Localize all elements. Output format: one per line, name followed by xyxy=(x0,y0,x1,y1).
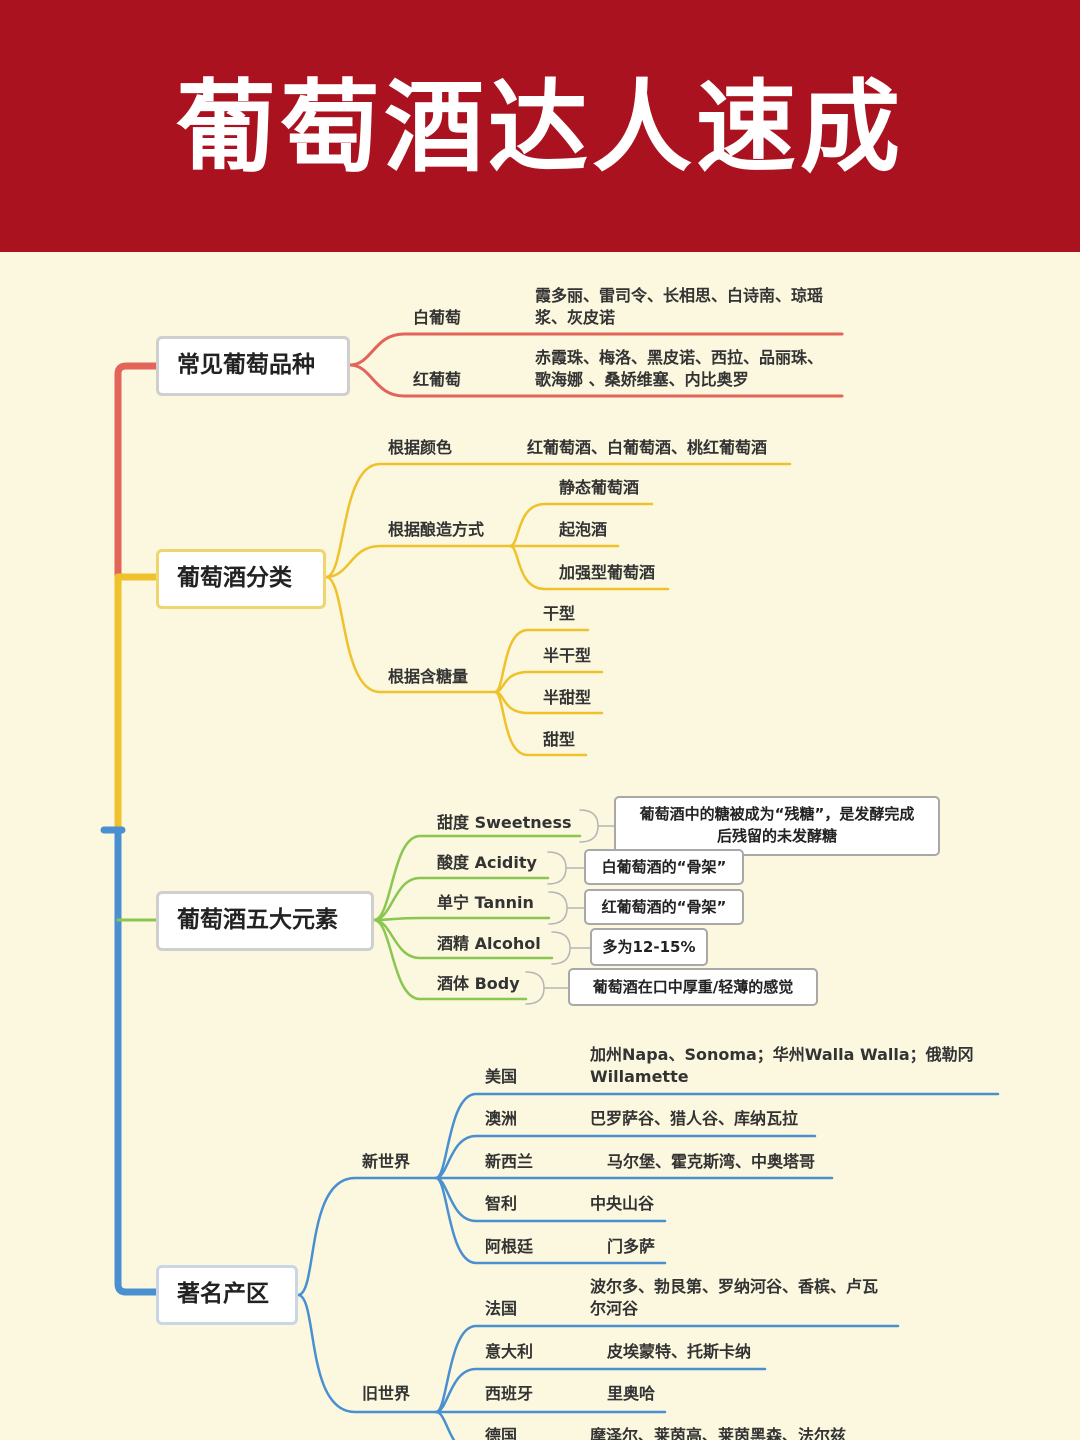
red-grape-varieties-line1: 赤霞珠、梅洛、黑皮诺、西拉、品丽珠、 xyxy=(535,348,824,367)
sugar-item: 干型 xyxy=(543,604,576,623)
method-item: 起泡酒 xyxy=(559,520,608,539)
element-label: 酒精 Alcohol xyxy=(437,934,541,953)
country-regions: 巴罗萨谷、猎人谷、库纳瓦拉 xyxy=(590,1109,799,1128)
page-title: 葡萄酒达人速成 xyxy=(176,69,904,186)
white-grape-varieties-line1: 霞多丽、雷司令、长相思、白诗南、琼瑶 xyxy=(535,286,824,305)
element-label: 酸度 Acidity xyxy=(437,853,537,872)
connector-lines xyxy=(100,332,1000,1440)
country-regions: 摩泽尔、莱茵高、莱茵黑森、法尔兹 xyxy=(590,1426,847,1440)
mind-map: 常见葡萄品种 白葡萄 霞多丽、雷司令、长相思、白诗南、琼瑶 浆、灰皮诺 红葡萄 … xyxy=(0,252,1080,1440)
country-name: 德国 xyxy=(485,1426,518,1440)
sweetness-note-line1: 葡萄酒中的糖被成为“残糖”，是发酵完成 xyxy=(639,805,915,823)
country-name: 阿根廷 xyxy=(485,1237,534,1256)
country-name: 意大利 xyxy=(485,1342,534,1361)
classification-node: 葡萄酒分类 xyxy=(156,549,326,609)
sugar-item: 半甜型 xyxy=(543,688,592,707)
alcohol-note: 多为12-15% xyxy=(590,928,708,966)
by-color-label: 根据颜色 xyxy=(388,438,453,457)
country-regions-line2: 尔河谷 xyxy=(590,1299,639,1318)
regions-node: 著名产区 xyxy=(156,1265,298,1325)
acidity-note: 白葡萄酒的“骨架” xyxy=(584,849,744,885)
country-regions: 马尔堡、霍克斯湾、中奥塔哥 xyxy=(607,1152,816,1171)
body-note: 葡萄酒在口中厚重/轻薄的感觉 xyxy=(568,968,818,1006)
element-label: 酒体 Body xyxy=(437,974,520,993)
by-sugar-label: 根据含糖量 xyxy=(388,667,469,686)
country-name: 新西兰 xyxy=(485,1152,534,1171)
old-world-label: 旧世界 xyxy=(362,1384,411,1403)
country-name: 法国 xyxy=(485,1299,518,1318)
method-item: 加强型葡萄酒 xyxy=(559,563,656,582)
country-regions-line2: Willamette xyxy=(590,1067,689,1086)
red-grape-varieties-line2: 歌海娜 、桑娇维塞、内比奥罗 xyxy=(535,370,749,389)
country-regions: 皮埃蒙特、托斯卡纳 xyxy=(607,1342,752,1361)
title-banner: 葡萄酒达人速成 xyxy=(0,0,1080,252)
white-grape-varieties-line2: 浆、灰皮诺 xyxy=(535,308,616,327)
sweetness-note-line2: 后残留的未发酵糖 xyxy=(716,827,837,845)
red-grape-label: 红葡萄 xyxy=(413,370,462,389)
country-name: 澳洲 xyxy=(485,1109,518,1128)
by-color-value: 红葡萄酒、白葡萄酒、桃红葡萄酒 xyxy=(527,438,768,457)
country-regions-line1: 加州Napa、Sonoma；华州Walla Walla；俄勒冈 xyxy=(590,1045,974,1064)
method-item: 静态葡萄酒 xyxy=(559,478,640,497)
country-regions-line1: 波尔多、勃艮第、罗纳河谷、香槟、卢瓦 xyxy=(590,1277,879,1296)
country-name: 西班牙 xyxy=(485,1384,534,1403)
tannin-note: 红葡萄酒的“骨架” xyxy=(584,889,744,925)
varieties-node: 常见葡萄品种 xyxy=(156,336,350,396)
country-name: 美国 xyxy=(485,1067,518,1086)
new-world-label: 新世界 xyxy=(362,1152,411,1171)
country-regions: 门多萨 xyxy=(607,1237,656,1256)
sugar-item: 半干型 xyxy=(543,646,592,665)
element-label: 单宁 Tannin xyxy=(437,893,534,912)
sugar-item: 甜型 xyxy=(543,730,576,749)
country-name: 智利 xyxy=(485,1194,518,1213)
white-grape-label: 白葡萄 xyxy=(413,308,462,327)
elements-node: 葡萄酒五大元素 xyxy=(156,891,374,951)
sweetness-note: 葡萄酒中的糖被成为“残糖”，是发酵完成 后残留的未发酵糖 xyxy=(614,796,940,856)
element-label: 甜度 Sweetness xyxy=(437,813,572,832)
country-regions: 里奥哈 xyxy=(607,1384,656,1403)
country-regions: 中央山谷 xyxy=(590,1194,655,1213)
by-method-label: 根据酿造方式 xyxy=(388,520,485,539)
